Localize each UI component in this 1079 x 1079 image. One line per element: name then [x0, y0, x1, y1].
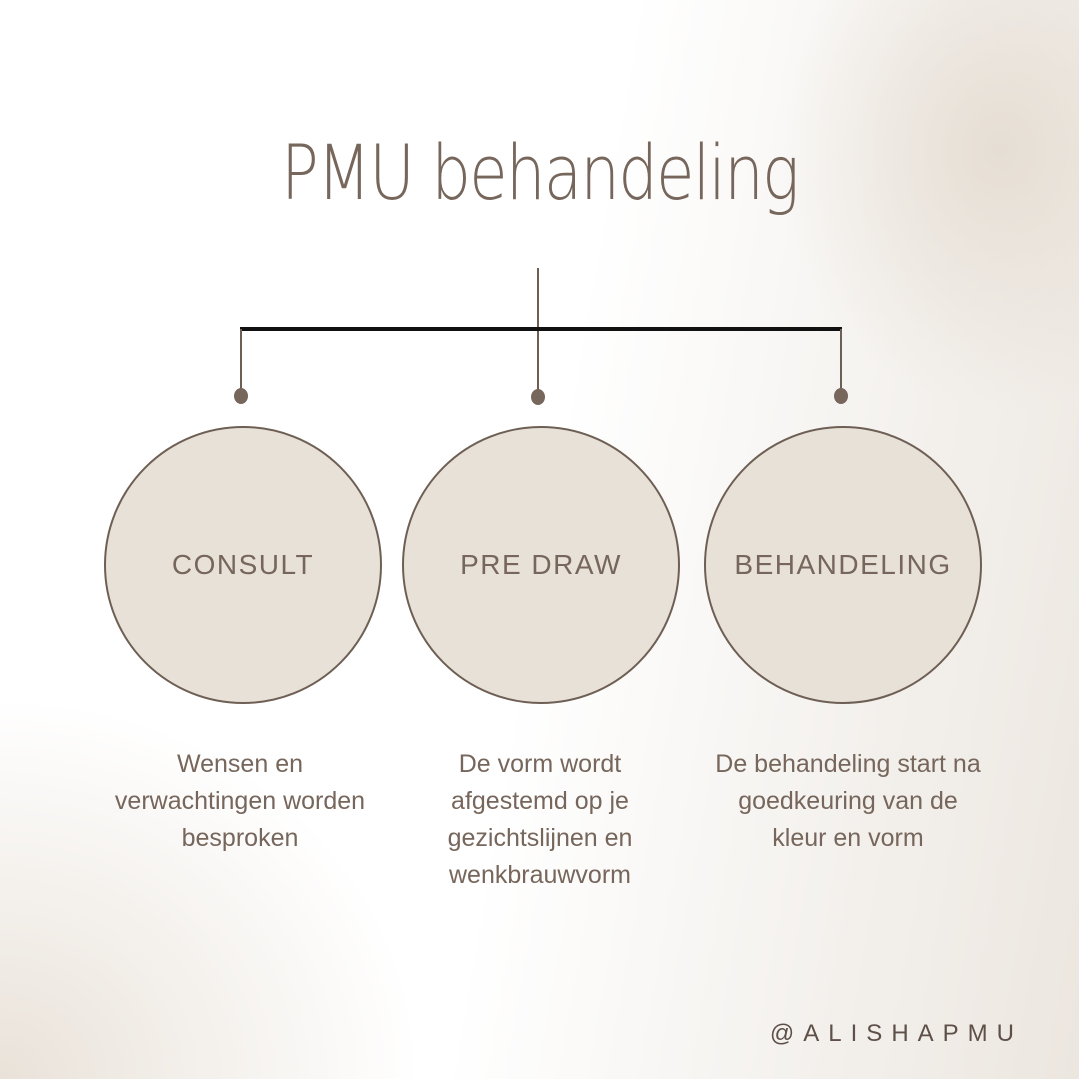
step-label: CONSULT — [171, 549, 315, 580]
connector-dot-1 — [234, 388, 248, 404]
step-label: BEHANDELING — [734, 549, 952, 580]
page-title: PMU behandeling — [281, 128, 799, 217]
social-handle: @ALISHAPMU — [769, 1020, 1023, 1047]
step-label: PRE DRAW — [460, 549, 622, 580]
connector-dot-2 — [531, 389, 545, 405]
connector-dot-3 — [834, 388, 848, 404]
step-description: De behandeling start na goedkeuring van … — [715, 750, 981, 852]
step-circle-pre-draw: PRE DRAW — [402, 426, 680, 704]
step-circle-behandeling: BEHANDELING — [704, 426, 982, 704]
step-description: Wensen en verwachtingen worden besproken — [114, 750, 366, 852]
step-description: De vorm wordt afgestemd op je gezichtsli… — [447, 750, 633, 889]
step-circle-consult: CONSULT — [104, 426, 382, 704]
